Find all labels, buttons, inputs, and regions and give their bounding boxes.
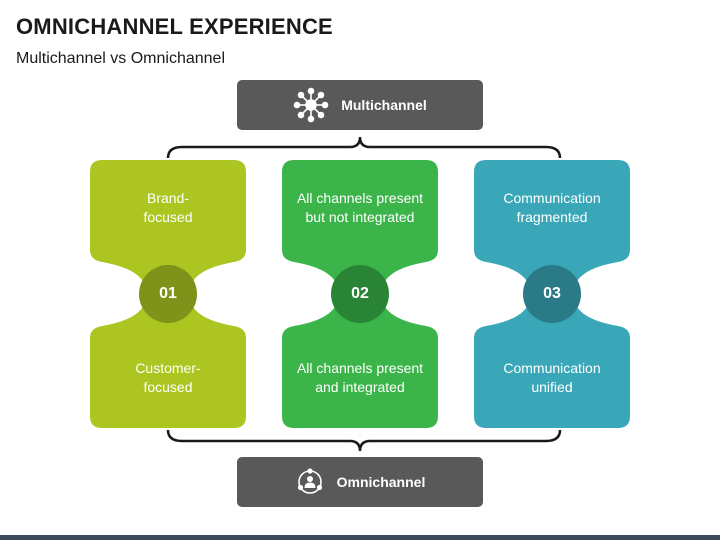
multichannel-label: Multichannel <box>341 97 427 113</box>
column-1-top-text: Brand- focused <box>143 190 193 225</box>
omnichannel-label: Omnichannel <box>336 474 426 490</box>
column-3-bottom-text: Communication unified <box>503 360 601 395</box>
page-subtitle: Multichannel vs Omnichannel <box>16 50 225 67</box>
column-3-number: 03 <box>543 285 561 302</box>
footer-bar <box>0 535 720 540</box>
column-1-number: 01 <box>159 285 177 302</box>
column-2-number-circle <box>331 265 389 323</box>
bottom-bracket <box>166 429 562 452</box>
page-title: OMNICHANNEL EXPERIENCE <box>16 14 333 39</box>
network-hub-icon <box>293 87 329 123</box>
column-2-number: 02 <box>351 285 369 302</box>
multichannel-banner: Multichannel <box>237 80 483 130</box>
top-bracket <box>166 136 562 159</box>
column-3-top-text: Communication fragmented <box>503 190 601 225</box>
column-2-top-text: All channels present but not integrated <box>296 190 424 225</box>
column-1-number-circle <box>139 265 197 323</box>
column-2-bottom-text: All channels present and integrated <box>296 360 424 395</box>
omnichannel-banner: Omnichannel <box>237 457 483 507</box>
connected-person-icon <box>297 468 322 494</box>
column-1-bottom-text: Customer- focused <box>135 360 201 395</box>
column-3-number-circle <box>523 265 581 323</box>
